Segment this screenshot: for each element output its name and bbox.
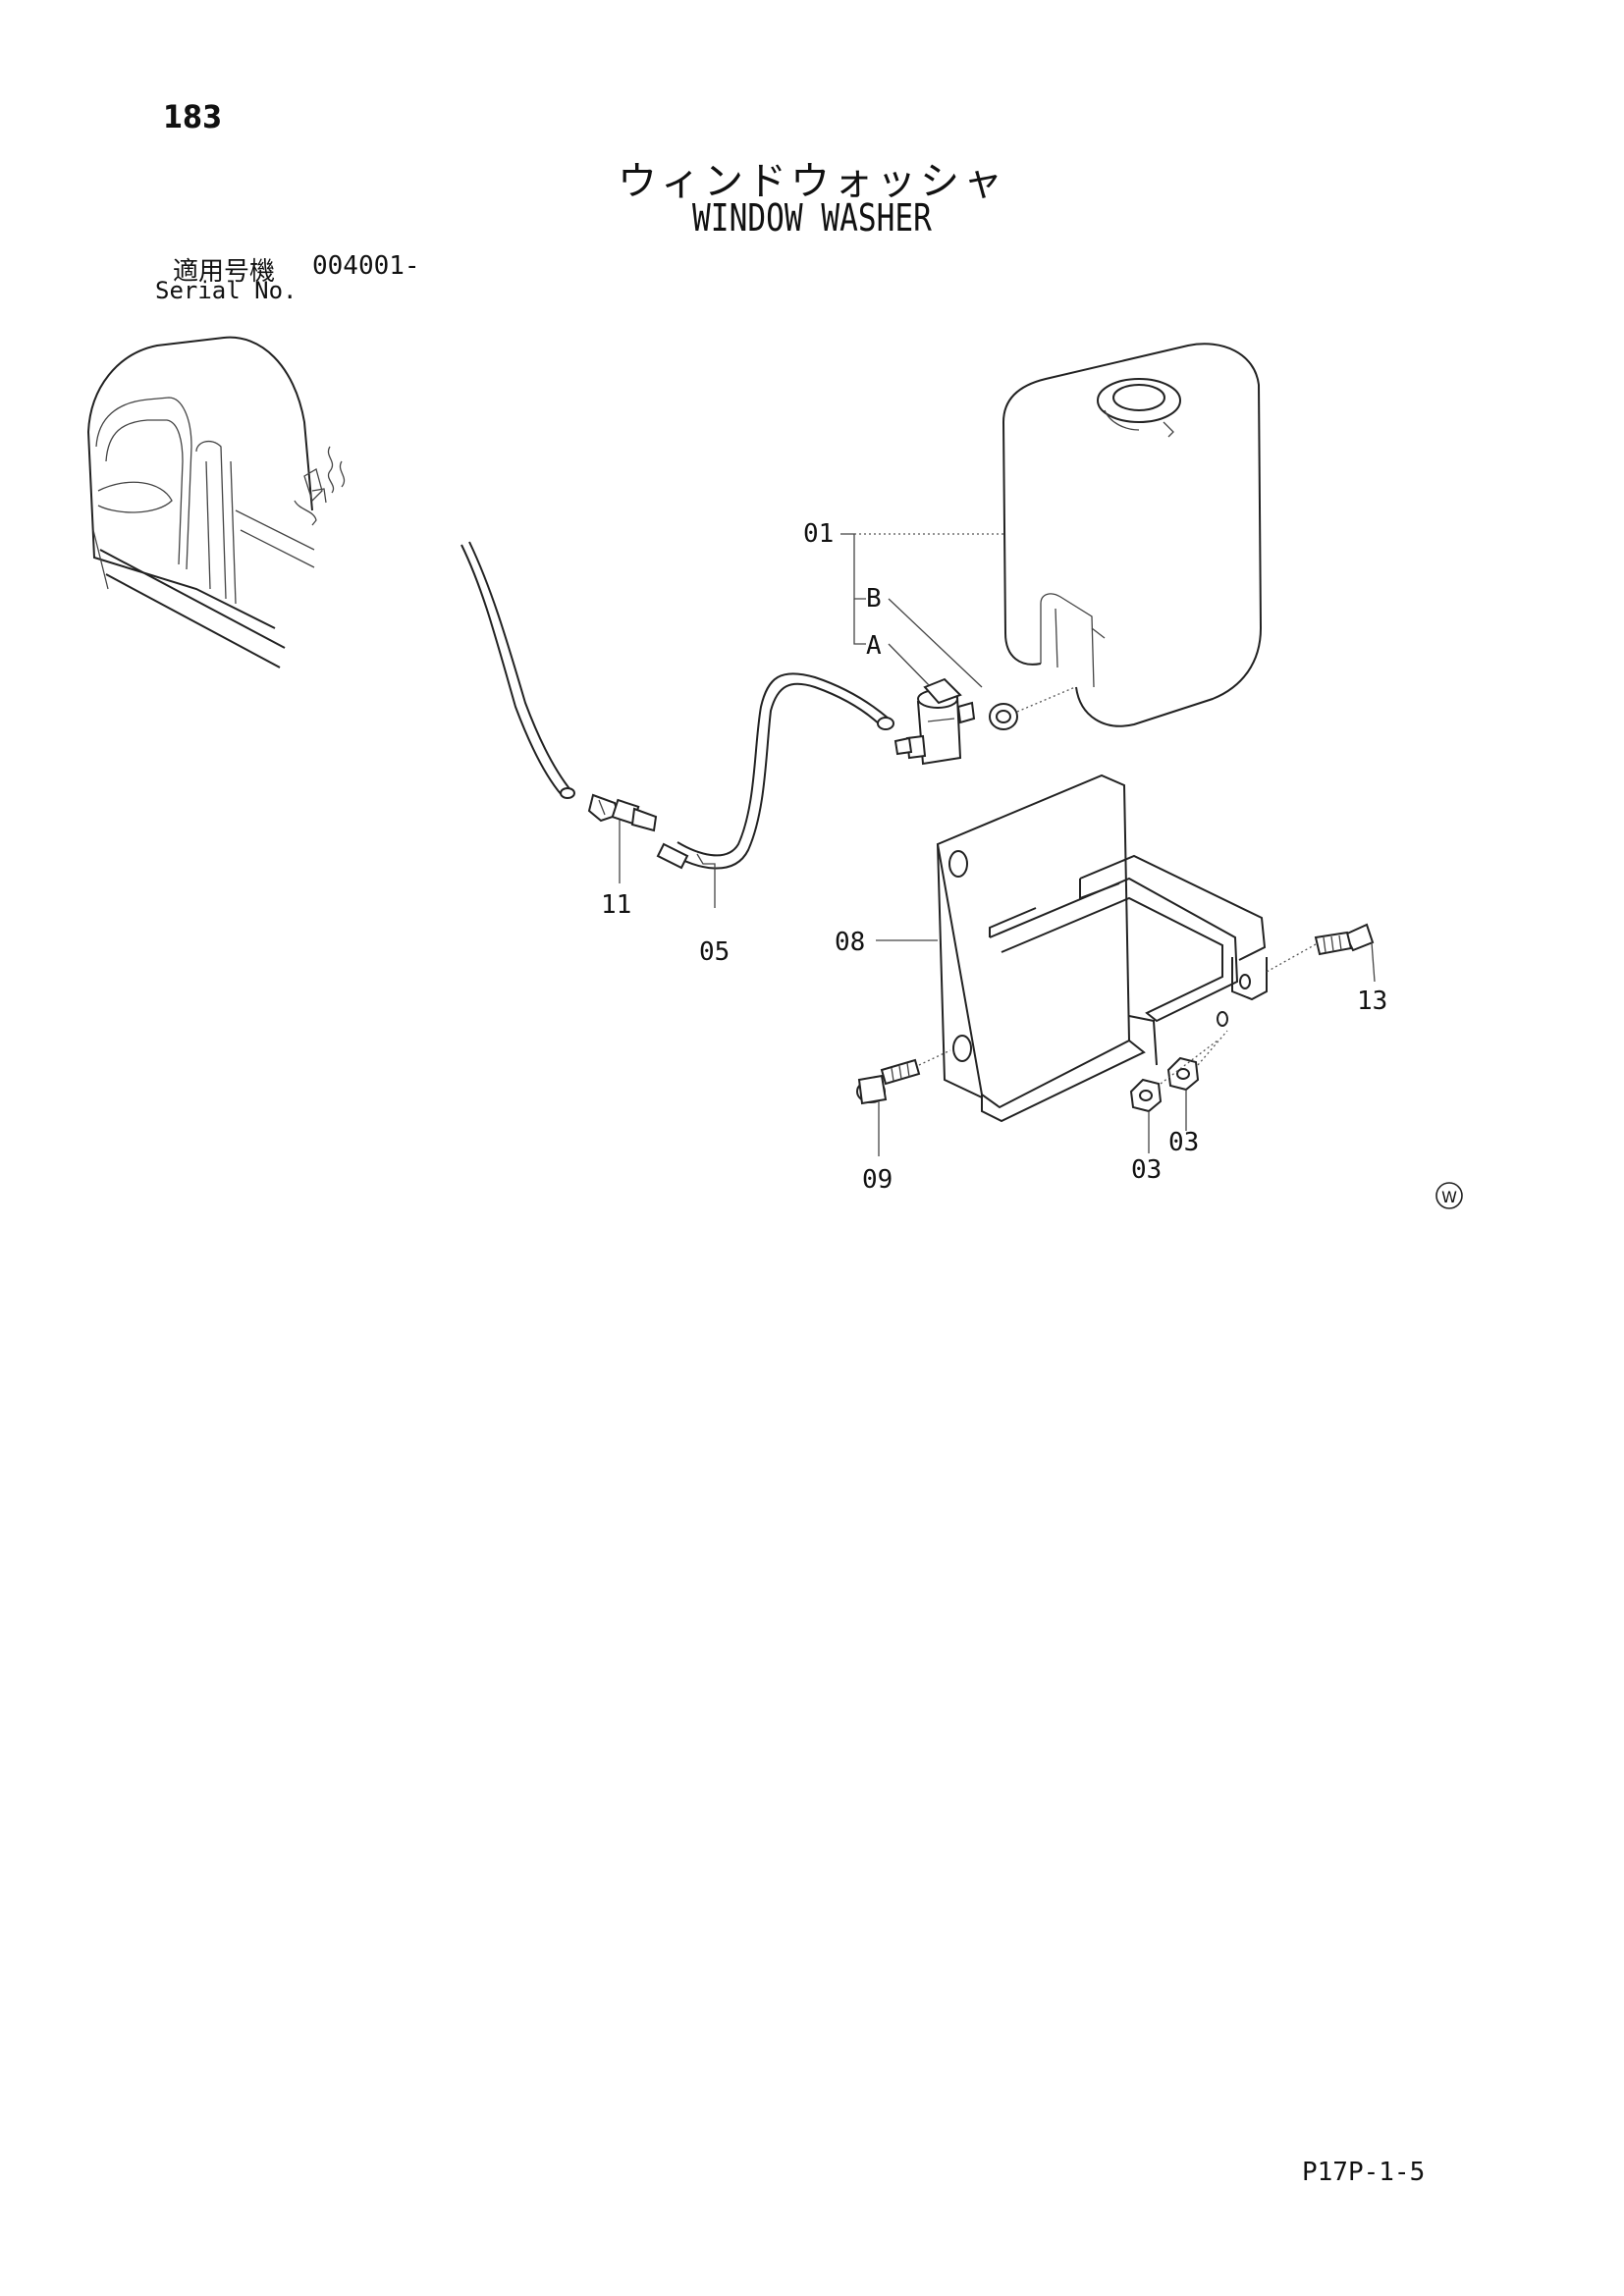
callout-08: 08 — [835, 928, 865, 957]
washer-tank-01 — [1002, 343, 1263, 727]
callout-03-left: 03 — [1131, 1155, 1162, 1185]
washer-pump-A — [893, 677, 976, 766]
hose-05 — [656, 672, 894, 870]
circled-w-mark: W — [1435, 1182, 1463, 1209]
callout-05: 05 — [699, 937, 730, 967]
callout-01: 01 — [803, 519, 834, 549]
cab-illustration — [87, 336, 346, 668]
callout-11: 11 — [601, 890, 631, 920]
leader-lines — [619, 533, 1376, 1156]
hose-joint-11 — [587, 793, 658, 832]
callout-03-right: 03 — [1168, 1128, 1199, 1157]
nuts-03 — [1129, 1030, 1228, 1113]
washer-hose-to-cab — [460, 541, 575, 799]
callout-13: 13 — [1357, 987, 1387, 1016]
title-japanese: ウィンドウォッシャ — [618, 159, 1006, 204]
bolt-09 — [856, 1049, 951, 1105]
grommet-B — [989, 686, 1076, 730]
bracket-08 — [936, 774, 1268, 1123]
page-number: 183 — [163, 98, 223, 135]
callout-09: 09 — [862, 1165, 893, 1195]
title-english: WINDOW WASHER — [692, 196, 932, 240]
callout-B: B — [866, 584, 882, 614]
callout-A: A — [866, 631, 882, 661]
bolt-13 — [1266, 923, 1375, 973]
serial-value: 004001- — [312, 251, 420, 281]
serial-label-english: Serial No. — [155, 277, 298, 304]
footer-code: P17P-1-5 — [1302, 2158, 1426, 2187]
circled-w-letter: W — [1441, 1188, 1457, 1206]
serial-label-japanese: 適用号機 — [173, 257, 276, 287]
